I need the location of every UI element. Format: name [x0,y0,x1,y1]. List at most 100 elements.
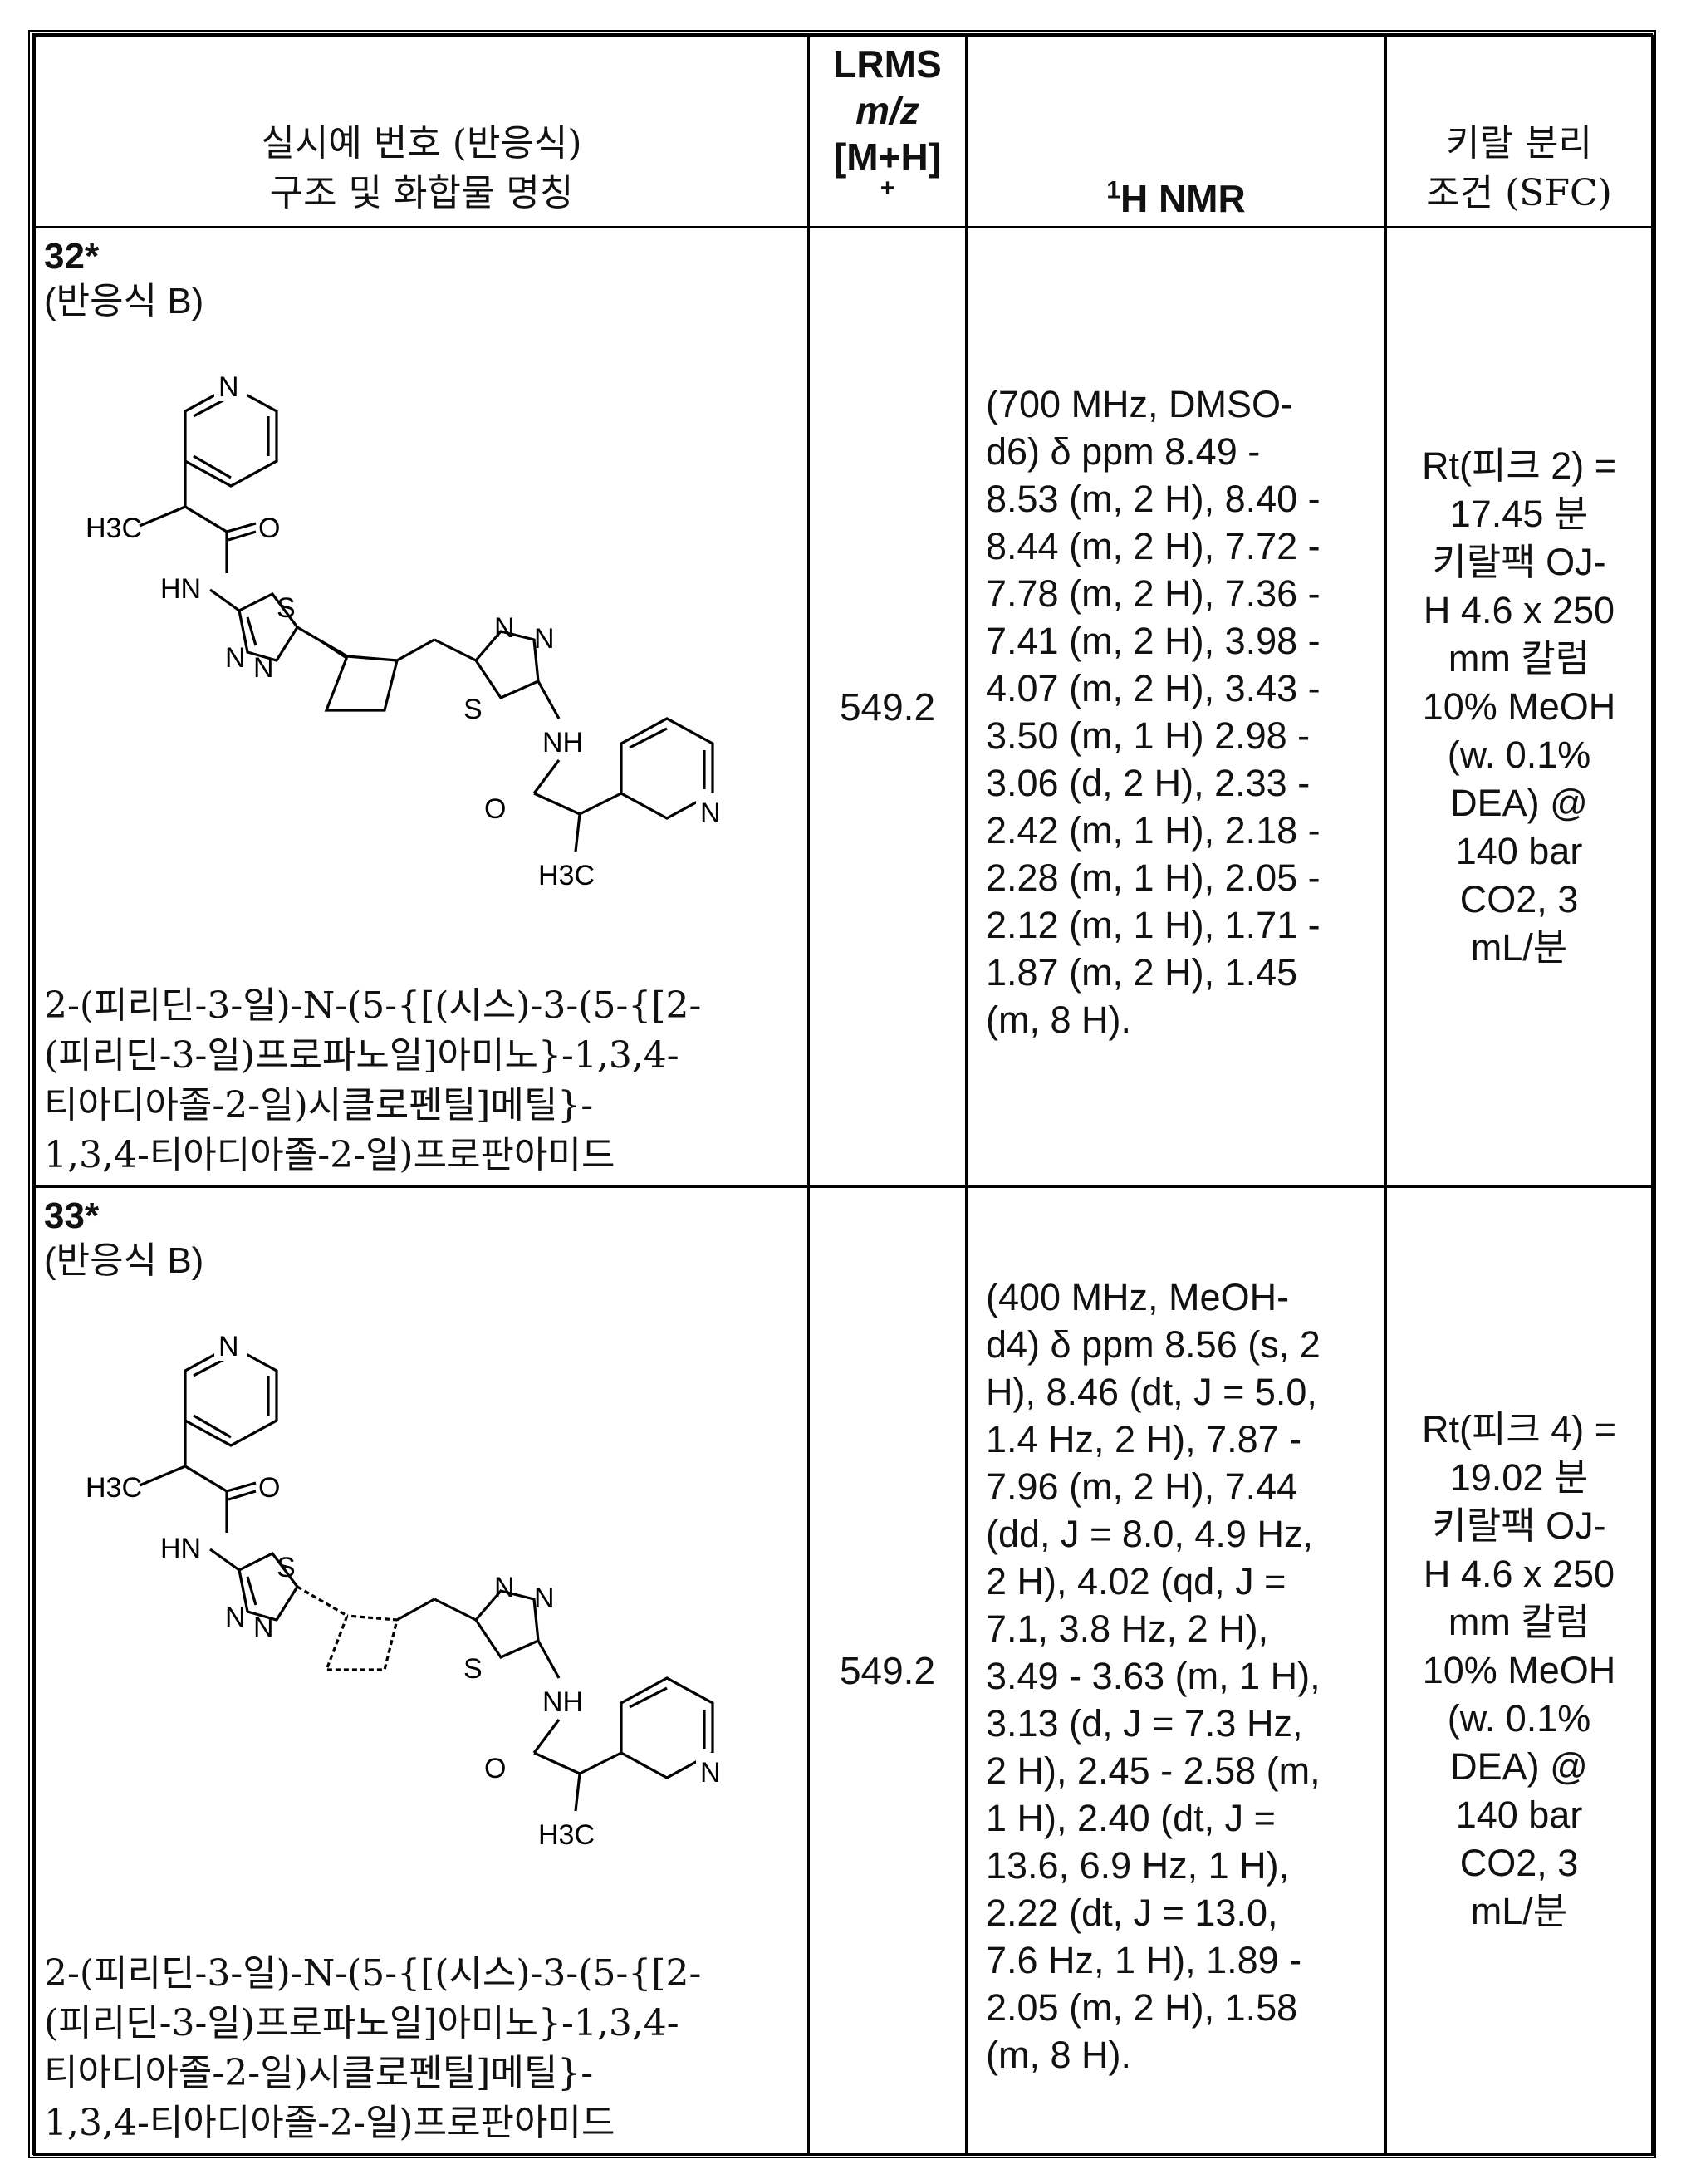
sfc-line: 키랄팩 OJ- [1392,1502,1646,1550]
methyl-label-2: H3C [538,860,595,891]
sfc-line: 140 bar [1392,827,1646,876]
sfc-line: mm 칼럼 [1392,635,1646,683]
sfc-cell: Rt(피크 4) = 19.02 분 키랄팩 OJ- H 4.6 x 250 m… [1386,1187,1653,2155]
thiadiazole-ring-2: N N S [463,612,555,725]
sfc-line: mL/분 [1392,924,1646,972]
amide-nh-label-2: NH [542,1686,583,1718]
nmr-line: 2 H), 4.02 (qd, J = [986,1558,1375,1605]
sfc-line: (w. 0.1% [1392,1695,1646,1743]
sulfur-label: S [277,592,296,624]
header-sfc: 키랄 분리 조건 (SFC) [1386,37,1653,228]
pyridine-ring-top: N [185,370,277,486]
sfc-line: CO2, 3 [1392,1839,1646,1887]
thiadiazole-ring-2: N N S [463,1572,555,1685]
nmr-line: 1.87 (m, 2 H), 1.45 [986,949,1375,996]
oxygen-label: O [258,1472,280,1504]
header-lrms-line3: [M+H] [810,134,965,180]
sfc-line: 키랄팩 OJ- [1392,538,1646,586]
oxygen-label-2: O [484,793,506,825]
sfc-line: 10% MeOH [1392,1647,1646,1695]
nmr-line: 7.96 (m, 2 H), 7.44 [986,1463,1375,1510]
nmr-line: (400 MHz, MeOH- [986,1274,1375,1321]
amide-nh-label: HN [160,573,201,605]
pyridine-n-label: N [218,371,239,403]
sfc-line: 17.45 분 [1392,490,1646,538]
pyridine-n-label-2: N [700,798,721,829]
sfc-line: (w. 0.1% [1392,731,1646,779]
header-structure-line2: 구조 및 화합물 명칭 [270,172,574,214]
sfc-line: mL/분 [1392,1887,1646,1936]
compound-name-line: 2-(피리딘-3-일)-N-(5-{[(시스)-3-(5-{[2- [44,1949,808,1999]
sfc-line: Rt(피크 2) = [1392,442,1646,490]
sfc-cell: Rt(피크 2) = 17.45 분 키랄팩 OJ- H 4.6 x 250 m… [1386,228,1653,1187]
header-lrms: LRMS m/z [M+H] + [809,37,967,228]
example-cell: 32* (반응식 B) N H3C O [35,228,809,1187]
compound-name-line: 2-(피리딘-3-일)-N-(5-{[(시스)-3-(5-{[2- [44,981,808,1031]
nitrogen-label: N [253,652,274,684]
nmr-line: (dd, J = 8.0, 4.9 Hz, [986,1510,1375,1558]
sfc-line: mm 칼럼 [1392,1598,1646,1647]
oxygen-label-2: O [484,1753,506,1784]
pyridine-n-label: N [218,1331,239,1362]
nmr-line: (m, 8 H). [986,2031,1375,2078]
nmr-line: 7.1, 3.8 Hz, 2 H), [986,1605,1375,1652]
example-number: 32* [44,235,799,278]
header-structure: 실시예 번호 (반응식) 구조 및 화합물 명칭 [35,37,809,228]
nmr-line: 2.05 (m, 2 H), 1.58 [986,1984,1375,2031]
header-nmr-label: H NMR [1120,177,1246,220]
nmr-line: 2.12 (m, 1 H), 1.71 - [986,901,1375,949]
nmr-line: 2.28 (m, 1 H), 2.05 - [986,854,1375,901]
nmr-line: 1 H), 2.40 (dt, J = [986,1794,1375,1842]
header-lrms-line4: + [810,180,965,197]
header-lrms-line2: m/z [810,87,965,134]
sulfur-label: S [277,1552,296,1583]
pyridine-n-label-2: N [700,1757,721,1789]
header-sfc-line2: 조건 (SFC) [1426,172,1612,214]
nmr-line: 2 H), 2.45 - 2.58 (m, [986,1747,1375,1794]
table-frame: 실시예 번호 (반응식) 구조 및 화합물 명칭 LRMS m/z [M+H] … [28,30,1656,2158]
nmr-line: 3.49 - 3.63 (m, 1 H), [986,1652,1375,1700]
nmr-line: 3.13 (d, J = 7.3 Hz, [986,1700,1375,1747]
sfc-line: DEA) @ [1392,779,1646,827]
sfc-line: H 4.6 x 250 [1392,1550,1646,1598]
compound-name-line: 1,3,4-티아디아졸-2-일)프로판아미드 [44,1131,808,1180]
example-number: 33* [44,1195,799,1238]
sfc-line: Rt(피크 4) = [1392,1406,1646,1454]
thiadiazole-ring-1: S N N [225,1552,297,1643]
sfc-line: DEA) @ [1392,1743,1646,1791]
nitrogen-label: N [225,1602,246,1633]
nmr-line: d4) δ ppm 8.56 (s, 2 [986,1321,1375,1368]
sfc-line: 140 bar [1392,1791,1646,1839]
amide-nh-label-2: NH [542,727,583,758]
nmr-cell: (400 MHz, MeOH- d4) δ ppm 8.56 (s, 2 H),… [967,1187,1386,2155]
header-nmr: 1H NMR [967,37,1386,228]
sfc-line: 10% MeOH [1392,683,1646,731]
pyridine-ring-bottom: N [621,1678,729,1789]
structure-drawing: N H3C O HN S N N [69,1313,783,1886]
lrms-value: 549.2 [809,228,967,1187]
nmr-line: 3.06 (d, 2 H), 2.33 - [986,759,1375,807]
nmr-line: 13.6, 6.9 Hz, 1 H), [986,1842,1375,1889]
compound-name: 2-(피리딘-3-일)-N-(5-{[(시스)-3-(5-{[2- (피리딘-3… [44,981,808,1180]
nmr-line: (m, 8 H). [986,996,1375,1043]
sfc-line: H 4.6 x 250 [1392,586,1646,635]
compound-name-line: (피리딘-3-일)프로파노일]아미노}-1,3,4- [44,1031,808,1081]
table-row: 32* (반응식 B) N H3C O [35,228,1653,1187]
nmr-line: d6) δ ppm 8.49 - [986,428,1375,475]
header-sfc-line1: 키랄 분리 [1387,120,1651,168]
structure-drawing: N H3C O HN S N N [69,353,783,926]
sulfur-label: S [463,1653,483,1685]
lrms-value: 549.2 [809,1187,967,2155]
nitrogen-label: N [253,1612,274,1643]
nmr-line: 8.53 (m, 2 H), 8.40 - [986,475,1375,523]
nmr-line: H), 8.46 (dt, J = 5.0, [986,1368,1375,1416]
header-lrms-line1: LRMS [810,41,965,87]
nmr-line: 4.07 (m, 2 H), 3.43 - [986,665,1375,712]
nitrogen-label: N [494,612,515,644]
example-cell: 33* (반응식 B) N H3C O HN [35,1187,809,2155]
nmr-line: (700 MHz, DMSO- [986,380,1375,428]
compound-name-line: 티아디아졸-2-일)시클로펜틸]메틸}- [44,2049,808,2098]
nmr-line: 7.41 (m, 2 H), 3.98 - [986,617,1375,665]
nitrogen-label: N [534,1583,555,1614]
header-row: 실시예 번호 (반응식) 구조 및 화합물 명칭 LRMS m/z [M+H] … [35,37,1653,228]
